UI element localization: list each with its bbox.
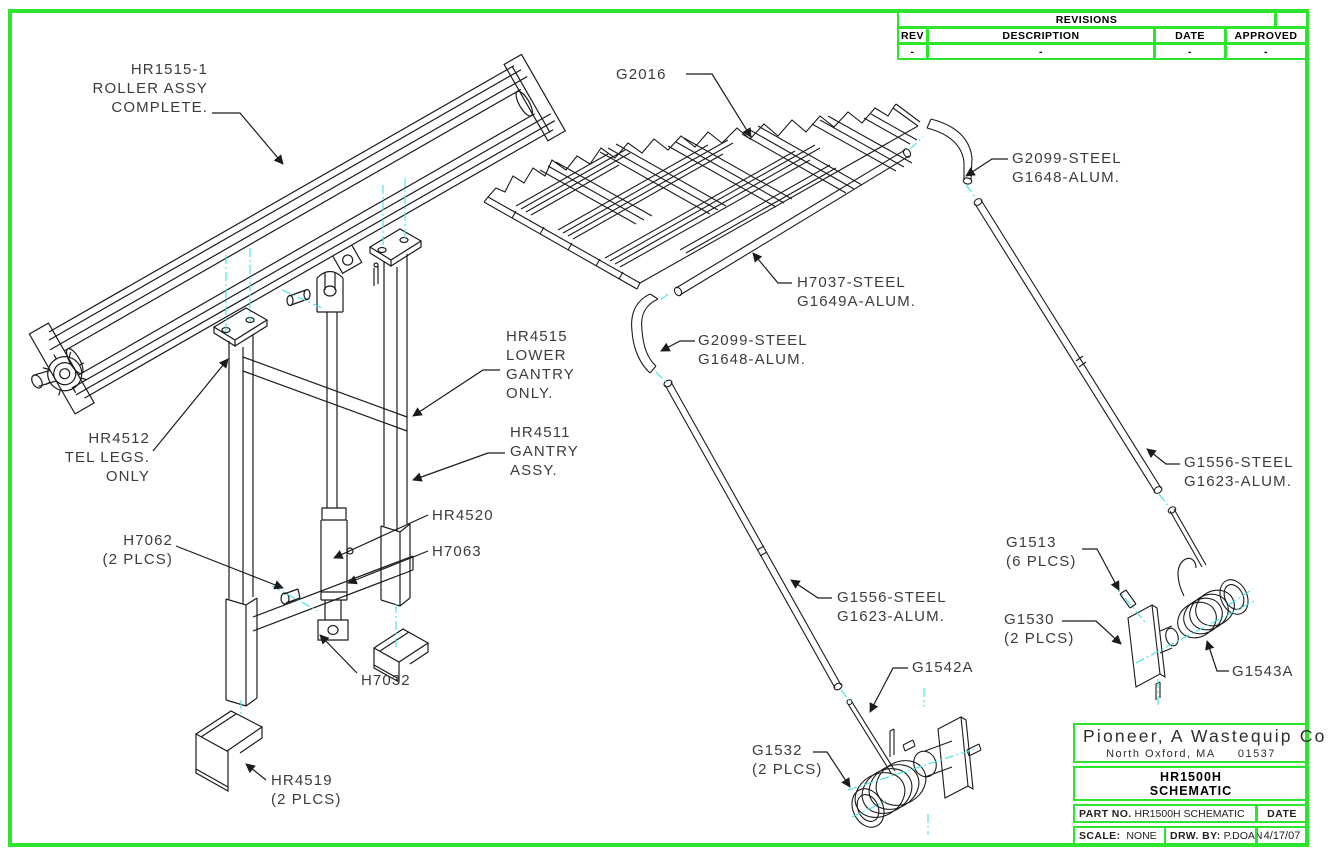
- revision-approved-value: -: [1225, 43, 1307, 60]
- revisions-col-description: DESCRIPTION: [927, 27, 1155, 44]
- scale-label: SCALE:: [1079, 829, 1121, 842]
- leader-lines: [153, 74, 1229, 788]
- label-h7032: H7032: [361, 672, 411, 689]
- drawing-title-line1: HR1500H: [1160, 769, 1222, 784]
- title-block-date-label-box: DATE: [1255, 804, 1309, 823]
- label-g2016: G2016: [616, 66, 667, 83]
- label-g1513: G1513 (6 PLCS): [1006, 534, 1077, 570]
- label-g1543a: G1543A: [1232, 663, 1294, 680]
- drawn-by-label: DRW. BY:: [1170, 829, 1221, 842]
- centerlines: [226, 137, 1254, 835]
- title-block-drawnby-box: DRW. BY: P.DOAN: [1164, 826, 1262, 845]
- revisions-title-row: REVISIONS: [897, 11, 1308, 28]
- revisions-data-row: - - - -: [897, 43, 1308, 60]
- title-block-company-box: Pioneer, A Wastequip Co North Oxford, MA…: [1073, 723, 1324, 763]
- title-block-date-value-box: 4/17/07: [1255, 826, 1309, 845]
- tarp-assembly: [484, 104, 1253, 832]
- revisions-col-approved: APPROVED: [1225, 27, 1307, 44]
- label-g2099-right: G2099-STEEL G1648-ALUM.: [1012, 150, 1122, 186]
- label-hr1515: HR1515-1 ROLLER ASSY COMPLETE.: [92, 61, 208, 116]
- title-block-part-box: PART NO. HR1500H SCHEMATIC: [1073, 804, 1258, 823]
- label-g2099-left: G2099-STEEL G1648-ALUM.: [698, 332, 808, 368]
- revision-description-value: -: [927, 43, 1155, 60]
- label-h7062: H7062 (2 PLCS): [102, 532, 173, 568]
- sheet-border: [8, 9, 1309, 847]
- label-g1530: G1530 (2 PLCS): [1004, 611, 1075, 647]
- gantry-assembly: [196, 229, 428, 791]
- revisions-col-date: DATE: [1154, 27, 1226, 44]
- revisions-title: REVISIONS: [897, 11, 1277, 28]
- revisions-col-rev: REV: [897, 27, 928, 44]
- label-h7037: H7037-STEEL G1649A-ALUM.: [797, 274, 917, 310]
- drawing-title-line2: SCHEMATIC: [1149, 783, 1233, 798]
- company-name: Pioneer, A Wastequip Co: [1083, 726, 1327, 746]
- revisions-title-spacer: [1275, 11, 1308, 28]
- label-g1556-mid: G1556-STEEL G1623-ALUM.: [837, 589, 947, 625]
- roller-assembly: [11, 53, 572, 434]
- revisions-header-row: REV DESCRIPTION DATE APPROVED: [897, 27, 1308, 44]
- part-no-value-text: HR1500H SCHEMATIC: [1134, 807, 1245, 820]
- company-address: North Oxford, MA 01537: [1106, 748, 1276, 760]
- label-hr4511: HR4511 GANTRY ASSY.: [510, 424, 579, 479]
- label-g1532: G1532 (2 PLCS): [752, 742, 823, 778]
- title-block-drawing-title-box: HR1500H SCHEMATIC: [1073, 766, 1309, 801]
- label-hr4520: HR4520: [432, 507, 494, 524]
- label-g1542a: G1542A: [912, 659, 974, 676]
- title-block-scale-box: SCALE: NONE: [1073, 826, 1166, 845]
- label-hr4512: HR4512 TEL LEGS. ONLY: [64, 430, 150, 485]
- revision-rev-value: -: [897, 43, 928, 60]
- revisions-table: REVISIONS REV DESCRIPTION DATE APPROVED …: [897, 11, 1308, 60]
- label-hr4519: HR4519 (2 PLCS): [271, 772, 342, 808]
- revision-date-value: -: [1154, 43, 1226, 60]
- scale-value: NONE: [1126, 829, 1157, 842]
- label-g1556-right: G1556-STEEL G1623-ALUM.: [1184, 454, 1294, 490]
- label-h7063: H7063: [432, 543, 482, 560]
- label-hr4515: HR4515 LOWER GANTRY ONLY.: [506, 328, 575, 402]
- drawn-by-value: P.DOAN: [1223, 829, 1263, 842]
- part-no-label: PART NO.: [1079, 807, 1132, 820]
